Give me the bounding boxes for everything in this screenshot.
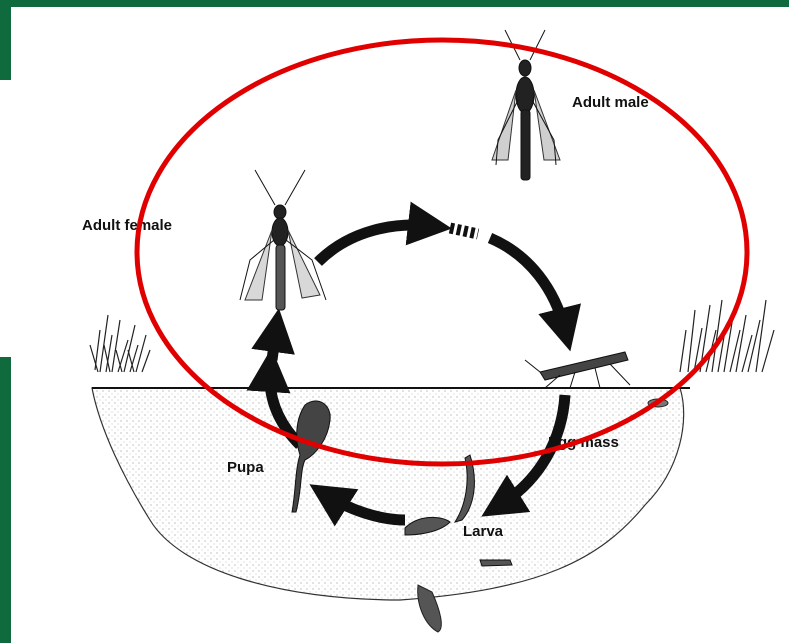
grass-right [680, 300, 774, 372]
grass-left [90, 315, 150, 372]
pond-basin [92, 388, 684, 600]
label-adult-female: Adult female [82, 217, 172, 234]
label-larva: Larva [463, 523, 504, 540]
label-pupa: Pupa [227, 459, 264, 476]
adult-female-mosquito [240, 170, 326, 310]
egg-laying-mosquito [525, 352, 630, 388]
label-adult-male: Adult male [572, 94, 649, 111]
